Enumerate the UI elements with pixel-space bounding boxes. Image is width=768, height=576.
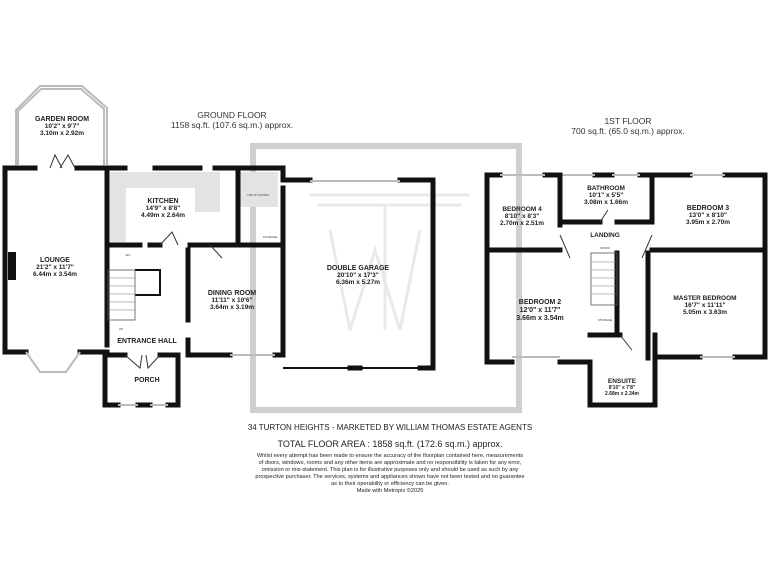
svg-text:3.66m x 3.54m: 3.66m x 3.54m (516, 315, 563, 322)
room-storage-first: STORAGE (598, 318, 613, 322)
svg-text:Whilst every attempt has been: Whilst every attempt has been made to en… (257, 453, 523, 459)
room-porch: PORCH (134, 377, 159, 384)
total-floor-area: TOTAL FLOOR AREA : 1858 sq.ft. (172.6 sq… (278, 439, 503, 449)
svg-text:6.36m x 5.27m: 6.36m x 5.27m (336, 279, 380, 286)
svg-text:10'1" x 5'5": 10'1" x 5'5" (589, 192, 624, 199)
svg-text:6.44m x 3.54m: 6.44m x 3.54m (33, 271, 77, 278)
svg-text:KITCHEN: KITCHEN (147, 198, 178, 205)
room-bedroom-4: BEDROOM 4 8'10" x 8'3" 2.70m x 2.51m (500, 206, 544, 227)
room-landing: LANDING (590, 232, 620, 239)
first-floor-title: 1ST FLOOR (604, 116, 651, 126)
stairs-up-label: UP (119, 327, 123, 331)
svg-text:2.70m x 2.51m: 2.70m x 2.51m (500, 220, 544, 227)
room-wc: WC (126, 253, 132, 257)
room-bedroom-3: BEDROOM 3 13'0" x 8'10" 3.95m x 2.70m (686, 205, 730, 226)
svg-text:8'10" x 7'8": 8'10" x 7'8" (609, 385, 636, 391)
disclaimer: Whilst every attempt has been made to en… (255, 453, 524, 494)
svg-text:12'0" x 11'7": 12'0" x 11'7" (520, 307, 561, 314)
room-dining: DINING ROOM 11'11" x 10'6" 3.64m x 3.19m (208, 290, 256, 311)
first-floor-area: 700 sq.ft. (65.0 sq.m.) approx. (571, 126, 684, 136)
svg-text:omission or mis-statement. Thi: omission or mis-statement. This plan is … (262, 467, 519, 473)
svg-text:3.95m x 2.70m: 3.95m x 2.70m (686, 219, 730, 226)
room-master-bedroom: MASTER BEDROOM 16'7" x 11'11" 5.05m x 3.… (673, 295, 736, 316)
watermark-logo (250, 143, 522, 413)
svg-text:DOUBLE GARAGE: DOUBLE GARAGE (327, 265, 390, 272)
staircase-ground (107, 269, 136, 321)
ground-floor-area: 1158 sq.ft. (107.6 sq.m.) approx. (171, 120, 293, 130)
svg-text:of doors, windows, rooms and a: of doors, windows, rooms and any other i… (259, 460, 522, 466)
svg-text:21'2" x 11'7": 21'2" x 11'7" (36, 264, 74, 271)
svg-text:20'10" x 17'3": 20'10" x 17'3" (337, 272, 379, 279)
svg-text:10'2" x 9'7": 10'2" x 9'7" (45, 123, 80, 130)
svg-text:8'10" x 8'3": 8'10" x 8'3" (505, 213, 540, 220)
ground-floor-title: GROUND FLOOR (197, 110, 266, 120)
svg-text:ENSUITE: ENSUITE (608, 378, 637, 385)
svg-text:4.49m x 2.64m: 4.49m x 2.64m (141, 212, 185, 219)
svg-text:DINING ROOM: DINING ROOM (208, 290, 256, 297)
address-line: 34 TURTON HEIGHTS - MARKETED BY WILLIAM … (248, 423, 532, 432)
svg-text:3.10m x 2.92m: 3.10m x 2.92m (40, 130, 84, 137)
svg-text:16'7" x 11'11": 16'7" x 11'11" (684, 302, 725, 309)
svg-text:3.64m x 3.19m: 3.64m x 3.19m (210, 304, 254, 311)
room-bathroom: BATHROOM 10'1" x 5'5" 3.08m x 1.66m (584, 185, 628, 206)
room-storage-ground: STORAGE (263, 235, 278, 239)
stairs-down-label: DOWN (600, 246, 610, 250)
svg-text:BEDROOM 4: BEDROOM 4 (502, 206, 542, 213)
svg-text:BEDROOM 3: BEDROOM 3 (687, 205, 730, 212)
ground-floor-plan (2, 85, 436, 408)
room-double-garage: DOUBLE GARAGE 20'10" x 17'3" 6.36m x 5.2… (327, 265, 390, 286)
svg-text:5.05m x 3.63m: 5.05m x 3.63m (683, 309, 727, 316)
svg-text:2.68m x 2.34m: 2.68m x 2.34m (605, 391, 639, 397)
svg-text:as to their operability or eff: as to their operability or efficiency ca… (331, 481, 449, 487)
credit: Made with Metropix ©2025 (357, 487, 424, 494)
svg-text:LOUNGE: LOUNGE (40, 257, 70, 264)
room-bedroom-2: BEDROOM 2 12'0" x 11'7" 3.66m x 3.54m (516, 299, 563, 322)
svg-text:BATHROOM: BATHROOM (587, 185, 625, 192)
svg-text:3.08m x 1.66m: 3.08m x 1.66m (584, 199, 628, 206)
room-utility: UTILITY ROOM (247, 193, 269, 197)
room-ensuite: ENSUITE 8'10" x 7'8" 2.68m x 2.34m (605, 378, 639, 397)
room-lounge: LOUNGE 21'2" x 11'7" 6.44m x 3.54m (33, 257, 77, 278)
svg-text:13'0" x 8'10": 13'0" x 8'10" (689, 212, 727, 219)
svg-text:prospective purchaser. The ser: prospective purchaser. The services, sys… (255, 474, 524, 480)
svg-text:GARDEN ROOM: GARDEN ROOM (35, 116, 89, 123)
room-entrance-hall: ENTRANCE HALL (117, 338, 177, 345)
room-kitchen: KITCHEN 14'9" x 8'8" 4.49m x 2.64m (141, 198, 185, 219)
svg-text:MASTER BEDROOM: MASTER BEDROOM (673, 295, 736, 302)
svg-text:14'9" x 8'8": 14'9" x 8'8" (146, 205, 181, 212)
room-garden-room: GARDEN ROOM 10'2" x 9'7" 3.10m x 2.92m (35, 116, 89, 137)
first-floor-plan (484, 172, 768, 408)
svg-text:UTILITY ROOM: UTILITY ROOM (247, 193, 269, 197)
svg-text:BEDROOM 2: BEDROOM 2 (519, 299, 562, 306)
svg-text:WC: WC (126, 253, 132, 257)
svg-text:11'11" x 10'6": 11'11" x 10'6" (211, 297, 252, 304)
